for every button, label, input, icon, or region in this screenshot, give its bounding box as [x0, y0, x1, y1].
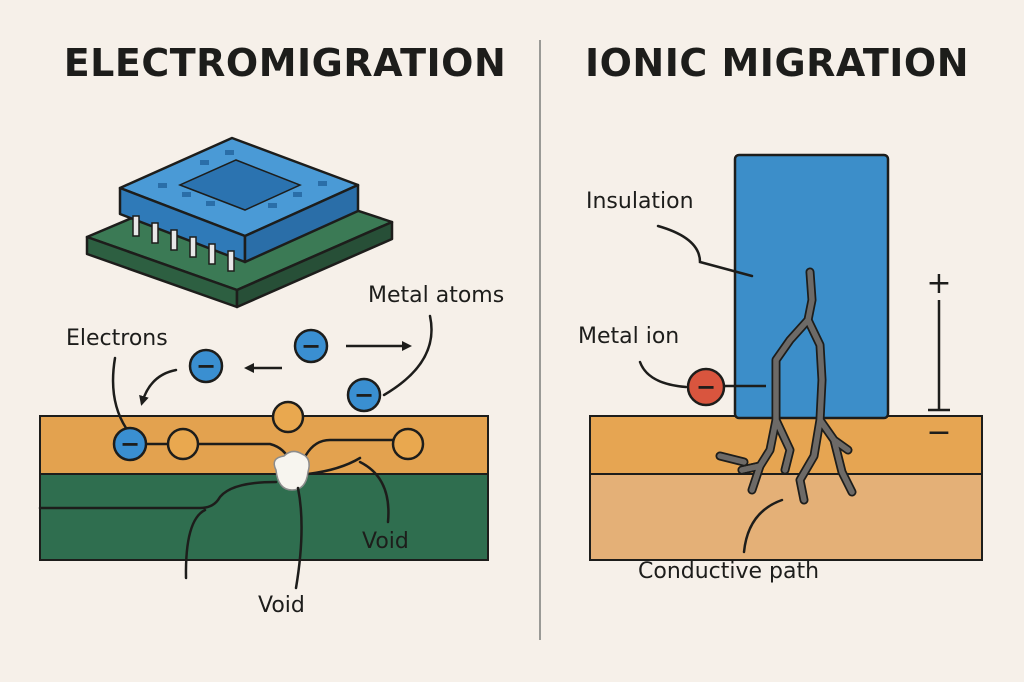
svg-text:−: −: [196, 352, 216, 380]
minus-symbol: −: [926, 415, 951, 450]
electron-icon: −: [293, 328, 329, 364]
metal-atom-icon: [391, 427, 425, 461]
svg-text:−: −: [696, 373, 716, 401]
conductive-path-callout: [742, 498, 784, 554]
insulation-label: Insulation: [586, 189, 694, 214]
electromigration-title: ELECTROMIGRATION: [64, 41, 507, 85]
plus-symbol: +: [926, 266, 951, 301]
substrate-callout: [184, 508, 207, 580]
electron-icon: −: [346, 377, 382, 413]
void-bottom-callout: [294, 486, 303, 590]
metal-atom-icon: [271, 400, 305, 434]
electron-icon: −: [112, 426, 148, 462]
ionic-migration-title: IONIC MIGRATION: [585, 41, 969, 85]
void-right-callout: [358, 460, 390, 524]
substrate-layer: [39, 471, 489, 561]
copper-bottom-layer: [589, 471, 983, 561]
electron-icon: −: [188, 348, 224, 384]
svg-text:−: −: [301, 332, 321, 360]
electrons-callout: [111, 356, 128, 430]
chip-icon: [85, 136, 394, 309]
void-icon: [273, 450, 310, 491]
insulation-callout: [656, 224, 754, 278]
metal-ion-label: Metal ion: [578, 324, 679, 349]
dendrite-icon: [715, 267, 857, 505]
electrons-label: Electrons: [66, 326, 168, 351]
void-right-label: Void: [362, 529, 409, 554]
metal-ion-icon: −: [686, 367, 726, 407]
arrow-icon: [139, 368, 178, 406]
svg-text:−: −: [120, 430, 140, 458]
void-bottom-label: Void: [258, 593, 305, 618]
metal-atoms-label: Metal atoms: [368, 283, 504, 308]
metal-atom-icon: [166, 427, 200, 461]
conductive-path-label: Conductive path: [638, 559, 819, 584]
metal-atoms-callout: [382, 314, 433, 397]
metal-ion-callout: [638, 360, 688, 389]
svg-text:−: −: [354, 381, 374, 409]
